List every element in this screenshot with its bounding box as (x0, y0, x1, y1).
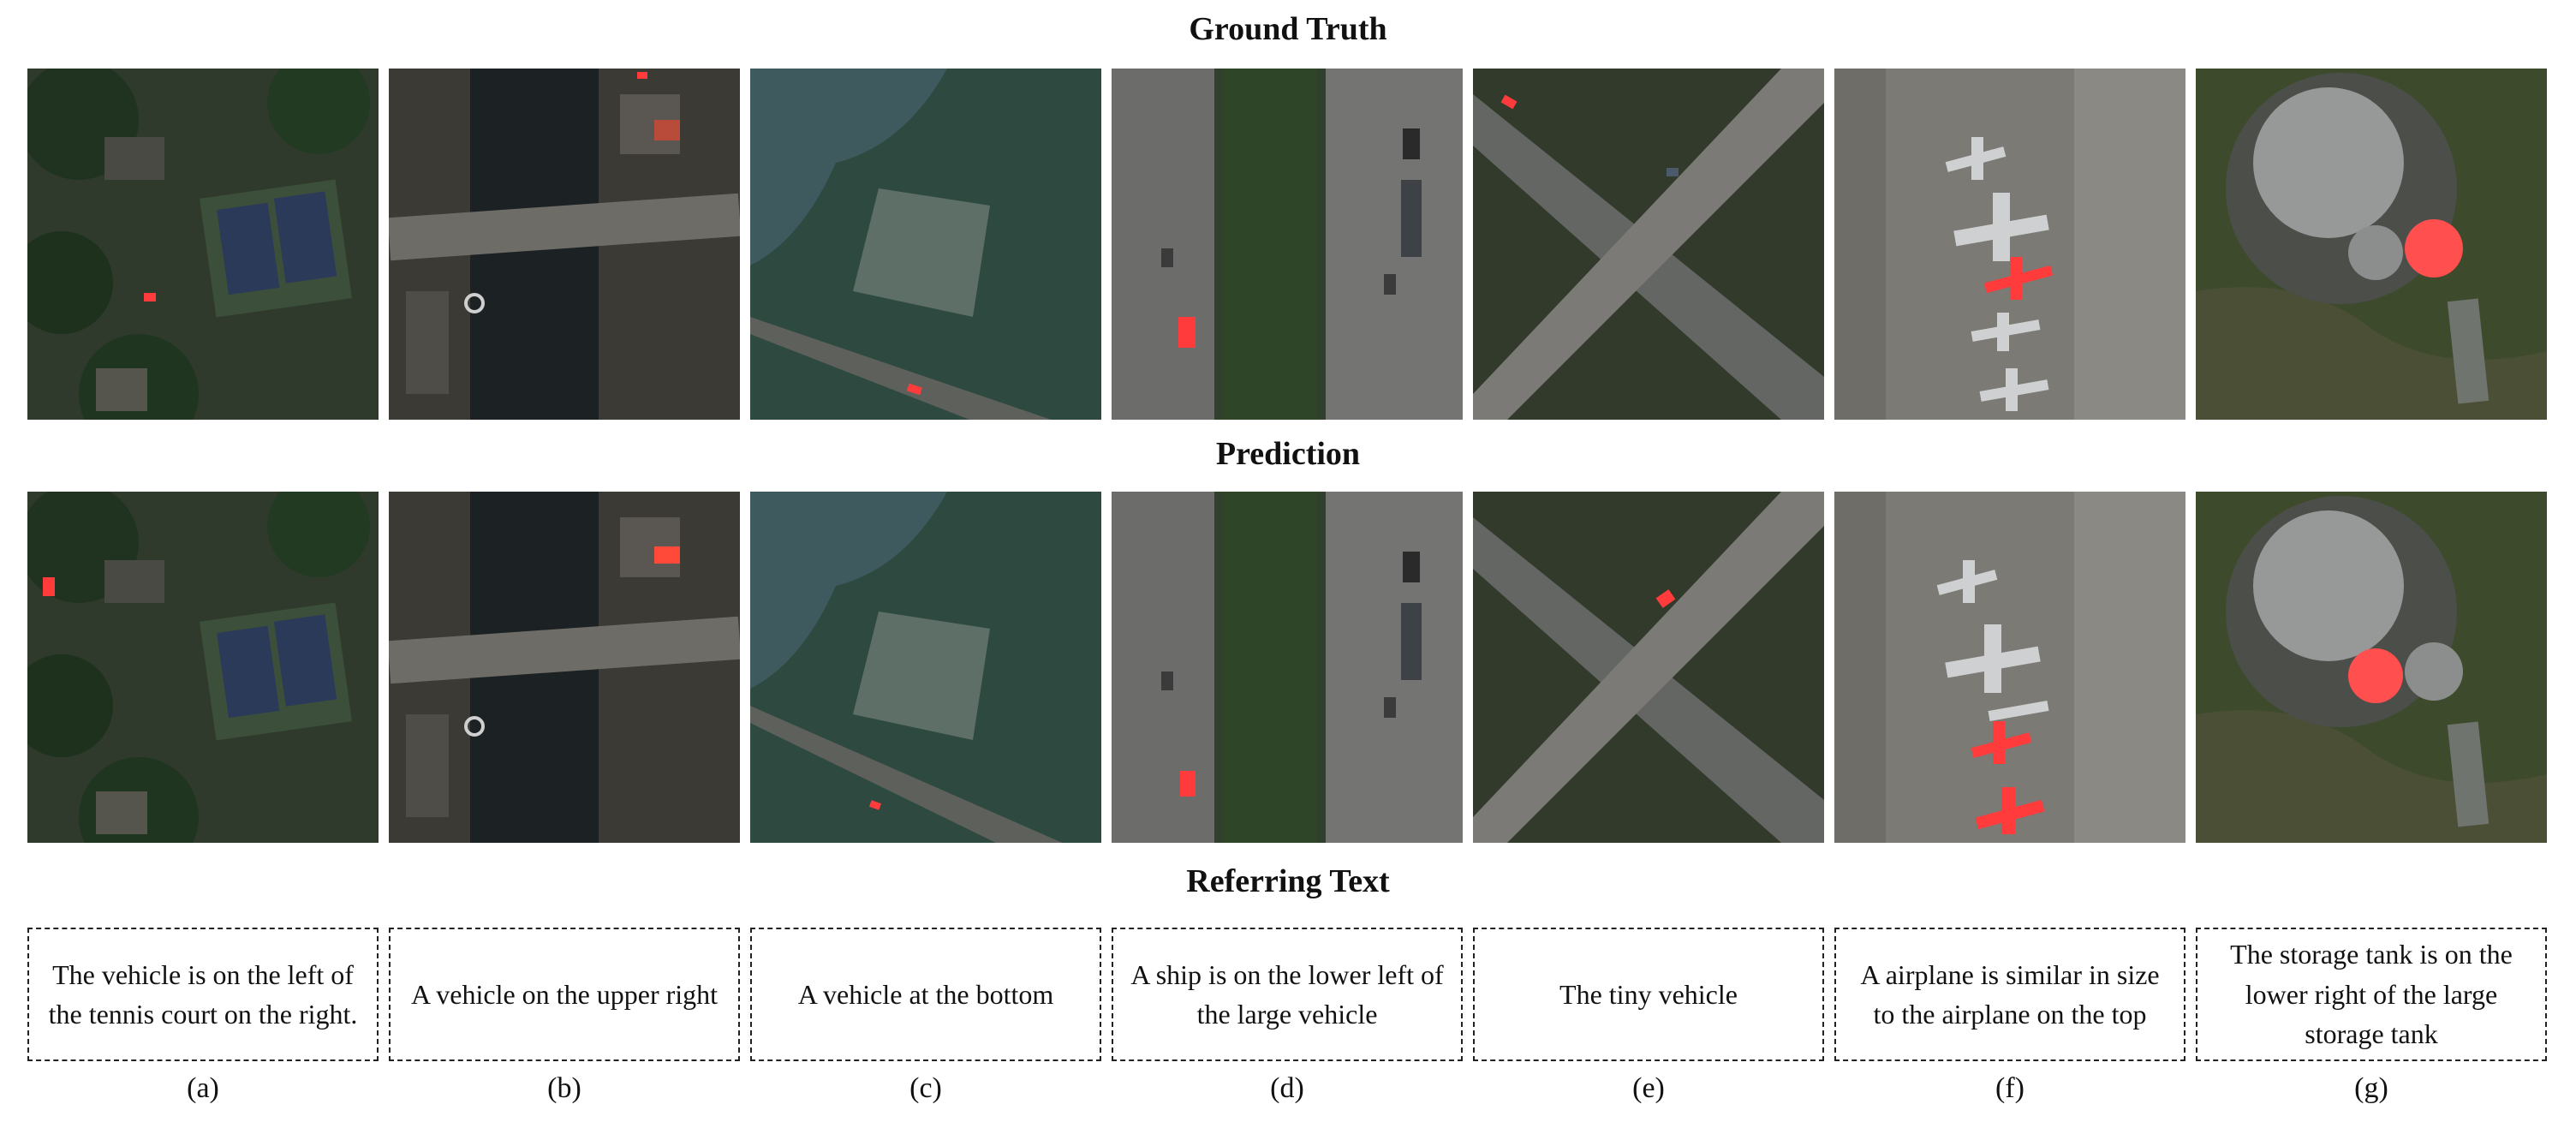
prediction-row (0, 492, 2576, 843)
gt-image-c (750, 69, 1101, 420)
referring-text-g: The storage tank is on the lower right o… (2196, 928, 2547, 1061)
gt-image-b (389, 69, 740, 420)
ground-truth-row (0, 69, 2576, 420)
gt-image-g (2196, 69, 2547, 420)
gt-mask-b (637, 72, 647, 79)
pred-mask-e (1655, 589, 1676, 608)
pred-mask-c (868, 800, 882, 810)
pred-image-c (750, 492, 1101, 843)
pred-mask-f (1971, 721, 2045, 834)
pred-mask-b (654, 546, 680, 564)
prediction-title: Prediction (1215, 436, 1361, 472)
referring-text-b: A vehicle on the upper right (389, 928, 740, 1061)
gt-image-f (1834, 69, 2185, 420)
pred-mask-d (1180, 771, 1196, 797)
referring-text-title: Referring Text (1186, 863, 1390, 899)
referring-text-e: The tiny vehicle (1473, 928, 1824, 1061)
gt-mask-d (1178, 317, 1196, 348)
pred-mask-a (43, 577, 55, 596)
pred-image-a (27, 492, 379, 843)
panel-label-b: (b) (547, 1072, 581, 1104)
gt-mask-a (144, 293, 156, 301)
pred-image-b (389, 492, 740, 843)
panel-label-g: (g) (2354, 1072, 2388, 1104)
referring-text-d: A ship is on the lower left of the large… (1112, 928, 1463, 1061)
gt-image-d (1112, 69, 1463, 420)
gt-mask-g (2405, 219, 2463, 278)
referring-text-f: A airplane is similar in size to the air… (1834, 928, 2185, 1061)
ground-truth-title: Ground Truth (1189, 11, 1387, 47)
pred-image-d (1112, 492, 1463, 843)
gt-image-e (1473, 69, 1824, 420)
panel-label-f: (f) (1995, 1072, 2024, 1104)
panel-label-c: (c) (909, 1072, 942, 1104)
panel-label-d: (d) (1270, 1072, 1304, 1104)
panel-label-e: (e) (1632, 1072, 1665, 1104)
referring-text-a: The vehicle is on the left of the tennis… (27, 928, 379, 1061)
referring-text-c: A vehicle at the bottom (750, 928, 1101, 1061)
pred-image-g (2196, 492, 2547, 843)
gt-mask-e (1500, 94, 1518, 110)
referring-text-row: The vehicle is on the left of the tennis… (0, 928, 2576, 1065)
pred-image-e (1473, 492, 1824, 843)
panel-label-a: (a) (187, 1072, 219, 1104)
gt-mask-f (1983, 257, 2054, 300)
panel-labels: (a) (b) (c) (d) (e) (f) (g) (0, 1072, 2576, 1115)
pred-image-f (1834, 492, 2185, 843)
gt-mask-c (906, 383, 922, 396)
gt-image-a (27, 69, 379, 420)
pred-mask-g (2348, 648, 2403, 703)
